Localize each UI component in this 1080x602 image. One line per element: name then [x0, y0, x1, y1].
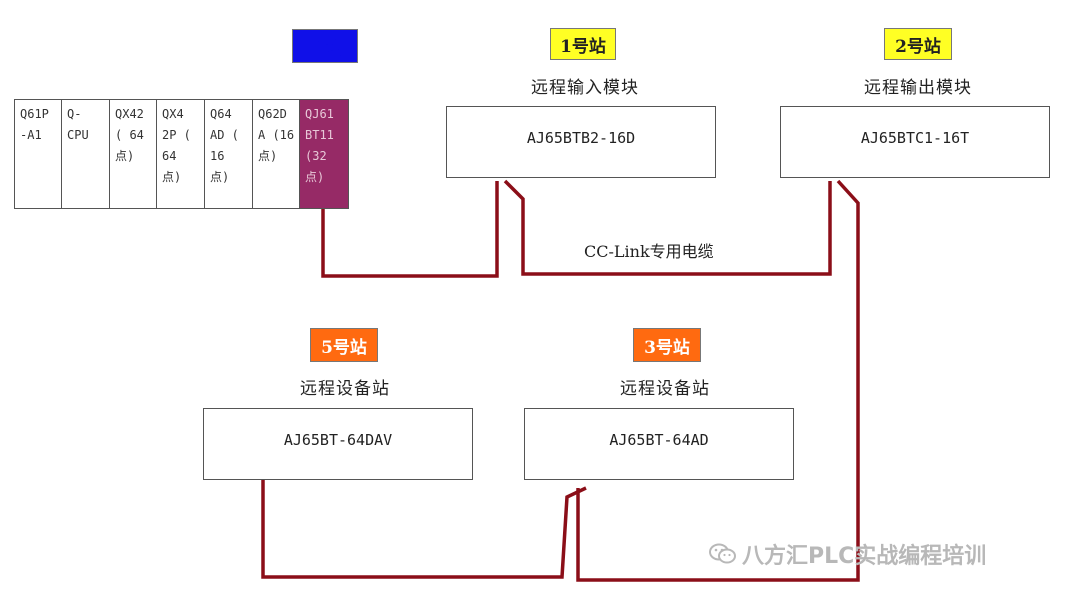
- wechat-icon: [708, 541, 738, 567]
- master-station-tag: 主站: [292, 29, 358, 63]
- station-5-caption: 远程设备站: [300, 379, 390, 399]
- cable-segment: [503, 179, 832, 276]
- station-1-tag-text: 1号站: [560, 36, 606, 57]
- station-3-box: AJ65BT-64AD: [524, 408, 794, 480]
- watermark: 八方汇PLC实战编程培训: [708, 538, 986, 570]
- rack-slot: Q64 AD ( 16 点): [205, 100, 253, 208]
- station-3-tag-text: 3号站: [644, 337, 690, 358]
- cable-segment: [576, 179, 860, 582]
- station-5-tag: 5号站: [310, 328, 378, 362]
- cable-label: CC-Link专用电缆: [584, 242, 714, 261]
- rack-slot-cc-link-master: QJ61 BT11 (32 点): [300, 100, 348, 208]
- station-1-tag: 1号站: [550, 28, 616, 60]
- cable-segment: [261, 480, 587, 579]
- watermark-text: 八方汇PLC实战编程培训: [742, 544, 987, 569]
- rack-slot: Q62D A (16 点): [253, 100, 300, 208]
- station-1-model: AJ65BTB2-16D: [526, 129, 636, 147]
- rack-slot: Q- CPU: [62, 100, 110, 208]
- rack-slot: QX4 2P ( 64 点): [157, 100, 205, 208]
- station-2-tag-text: 2号站: [895, 36, 941, 57]
- station-5-tag-text: 5号站: [321, 337, 367, 358]
- rack-slot: Q61P -A1: [15, 100, 62, 208]
- master-station-tag-text: 主站: [308, 38, 342, 59]
- station-1-box: AJ65BTB2-16D: [446, 106, 716, 178]
- station-5-model: AJ65BT-64DAV: [283, 431, 393, 449]
- cable-segment: [321, 181, 499, 278]
- station-3-model: AJ65BT-64AD: [609, 431, 709, 449]
- station-1-caption: 远程输入模块: [531, 78, 639, 98]
- station-2-box: AJ65BTC1-16T: [780, 106, 1050, 178]
- station-3-tag: 3号站: [633, 328, 701, 362]
- station-5-box: AJ65BT-64DAV: [203, 408, 473, 480]
- rack-slot: QX42 ( 64 点): [110, 100, 157, 208]
- station-2-caption: 远程输出模块: [864, 78, 972, 98]
- station-2-tag: 2号站: [884, 28, 952, 60]
- station-2-model: AJ65BTC1-16T: [860, 129, 970, 147]
- station-3-caption: 远程设备站: [620, 379, 710, 399]
